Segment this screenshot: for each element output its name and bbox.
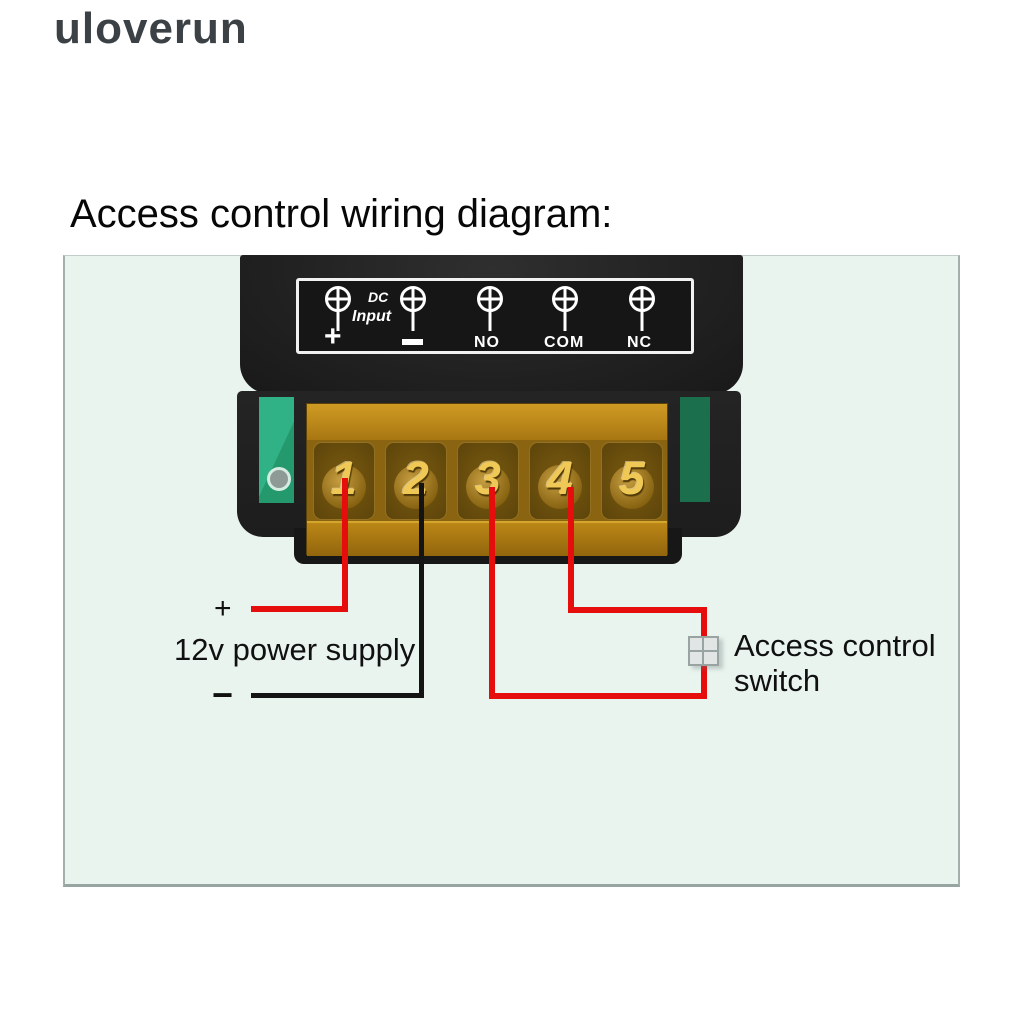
power-plus-label: +: [214, 592, 232, 625]
power-supply-label: 12v power supply: [174, 632, 416, 667]
screw-terminal-icon: [325, 286, 351, 331]
wire-switch-top: [568, 607, 707, 613]
wire-negative-horizontal: [251, 693, 424, 698]
switch-label-line1: Access control: [734, 628, 936, 663]
pcb-screw-hole-icon: [267, 467, 291, 491]
panel-plus-label: +: [324, 320, 342, 353]
panel-com-label: COM: [544, 334, 585, 351]
terminal-block-top-band: [307, 404, 667, 440]
panel-minus-label: [402, 339, 423, 345]
terminal-number: 2: [403, 452, 429, 504]
terminal-label-panel: [296, 278, 694, 354]
terminal-cell: 2: [385, 442, 447, 520]
terminal-cell: 1: [313, 442, 375, 520]
panel-no-label: NO: [474, 334, 500, 351]
screw-terminal-icon: [552, 286, 578, 331]
screw-terminal-icon: [400, 286, 426, 331]
switch-label: Access control switch: [734, 628, 936, 698]
terminal-number: 3: [475, 452, 501, 504]
terminal-cell: 5: [601, 442, 663, 520]
switch-icon: [688, 636, 719, 666]
panel-nc-label: NC: [627, 334, 653, 351]
wire-com-vertical: [568, 487, 574, 613]
terminal-block-bottom-band: [307, 521, 667, 556]
dc-label-line1: DC: [368, 289, 389, 305]
screw-terminal-icon: [629, 286, 655, 331]
power-minus-label: −: [212, 674, 234, 715]
wire-negative-vertical: [419, 483, 424, 698]
wire-switch-bottom: [489, 693, 707, 699]
wire-positive-vertical: [342, 478, 348, 612]
dc-label-line2: Input: [352, 308, 392, 325]
terminal-block: 1 2 3 4 5: [306, 403, 668, 556]
diagram-title: Access control wiring diagram:: [70, 192, 613, 236]
pcb-edge-right: [680, 397, 710, 502]
wire-no-vertical: [489, 487, 495, 699]
wire-positive-horizontal: [251, 606, 348, 612]
terminal-number: 5: [619, 452, 645, 504]
watermark: uloverun: [54, 4, 248, 53]
switch-label-line2: switch: [734, 663, 821, 698]
terminal-cell: 4: [529, 442, 591, 520]
terminal-number: 4: [547, 452, 573, 504]
terminal-cell: 3: [457, 442, 519, 520]
screw-terminal-icon: [477, 286, 503, 331]
